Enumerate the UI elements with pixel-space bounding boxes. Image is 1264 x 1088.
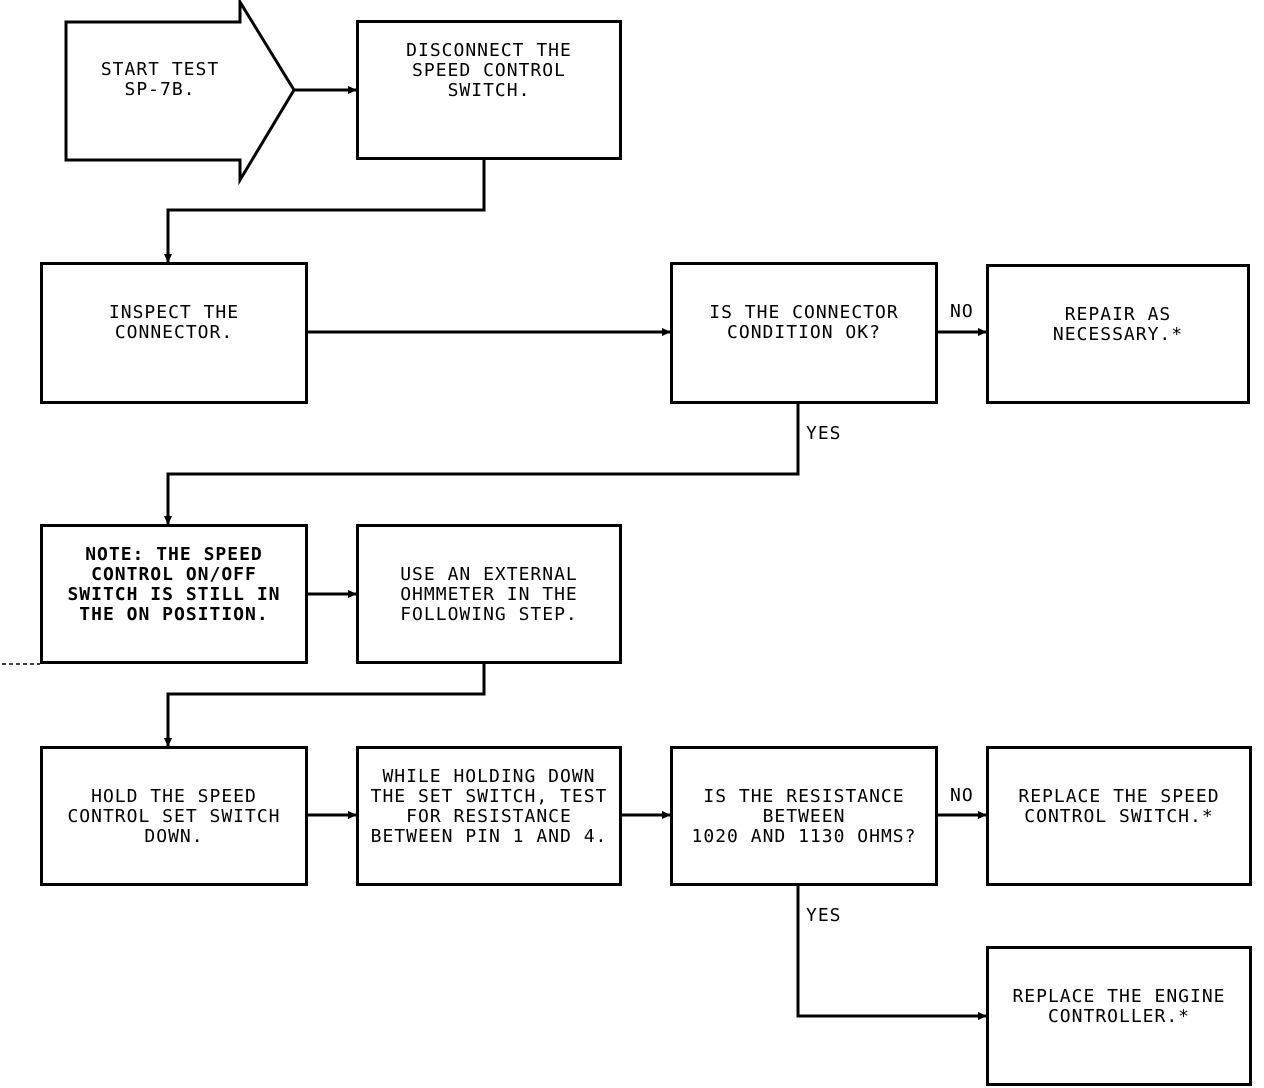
inspect-line-1: INSPECT THE [108, 302, 240, 323]
label-yes-connector: YES [806, 423, 842, 444]
step-inspect-connector: INSPECT THE CONNECTOR. [40, 262, 308, 404]
step-disconnect-switch: DISCONNECT THE SPEED CONTROL SWITCH. [356, 20, 622, 160]
resistance-line-2: BETWEEN [762, 806, 846, 827]
while-line-1: WHILE HOLDING DOWN [382, 766, 596, 787]
disconnect-line-2: SPEED CONTROL [412, 60, 566, 81]
decision-resistance-range: IS THE RESISTANCE BETWEEN 1020 AND 1130 … [670, 746, 938, 886]
decision-connector-ok: IS THE CONNECTOR CONDITION OK? [670, 262, 938, 404]
while-line-4: BETWEEN PIN 1 AND 4. [370, 826, 608, 847]
connector-ohmmeter-hold [164, 664, 486, 747]
step-hold-set-switch: HOLD THE SPEED CONTROL SET SWITCH DOWN. [40, 746, 308, 886]
resistance-line-1: IS THE RESISTANCE [703, 786, 905, 807]
while-line-3: FOR RESISTANCE [406, 806, 572, 827]
replace-switch-line-1: REPLACE THE SPEED [1018, 786, 1220, 807]
step-replace-speed-switch: REPLACE THE SPEED CONTROL SWITCH.* [986, 746, 1252, 886]
note-line-1: NOTE: THE SPEED [85, 544, 263, 565]
step-repair-as-necessary: REPAIR AS NECESSARY.* [986, 264, 1250, 404]
note-line-4: THE ON POSITION. [79, 604, 269, 625]
start-line-1: START TEST [100, 59, 220, 80]
start-line-2: SP-7B. [124, 79, 196, 100]
start-test-label: START TEST SP-7B. [70, 60, 250, 100]
hold-line-2: CONTROL SET SWITCH [67, 806, 281, 827]
step-replace-engine-controller: REPLACE THE ENGINE CONTROLLER.* [986, 946, 1252, 1086]
disconnect-line-1: DISCONNECT THE [406, 40, 572, 61]
inspect-line-2: CONNECTOR. [114, 322, 234, 343]
replace-controller-line-2: CONTROLLER.* [1047, 1006, 1191, 1027]
step-use-ohmmeter: USE AN EXTERNAL OHMMETER IN THE FOLLOWIN… [356, 524, 622, 664]
note-line-3: SWITCH IS STILL IN [67, 584, 281, 605]
while-line-2: THE SET SWITCH, TEST [370, 786, 608, 807]
connector-resistance-controller [796, 886, 987, 1020]
repair-line-2: NECESSARY.* [1052, 324, 1184, 345]
replace-controller-line-1: REPLACE THE ENGINE [1012, 986, 1226, 1007]
start-arrow-shape [64, 0, 296, 186]
note-line-2: CONTROL ON/OFF [91, 564, 257, 585]
hold-line-3: DOWN. [144, 826, 204, 847]
hold-line-1: HOLD THE SPEED [91, 786, 257, 807]
ohmmeter-line-3: FOLLOWING STEP. [400, 604, 578, 625]
disconnect-line-3: SWITCH. [447, 80, 531, 101]
connector-decision-note [164, 402, 800, 525]
label-no-resistance: NO [950, 785, 974, 806]
label-no-connector: NO [950, 301, 974, 322]
connector-ok-line-2: CONDITION OK? [727, 322, 881, 343]
resistance-line-3: 1020 AND 1130 OHMS? [691, 826, 917, 847]
ohmmeter-line-1: USE AN EXTERNAL [400, 564, 578, 585]
label-yes-resistance: YES [806, 905, 842, 926]
repair-line-1: REPAIR AS [1064, 304, 1172, 325]
connector-disconnect-inspect [164, 160, 486, 263]
replace-switch-line-2: CONTROL SWITCH.* [1024, 806, 1214, 827]
step-test-resistance: WHILE HOLDING DOWN THE SET SWITCH, TEST … [356, 746, 622, 886]
connector-ok-line-1: IS THE CONNECTOR [709, 302, 899, 323]
note-switch-on: NOTE: THE SPEED CONTROL ON/OFF SWITCH IS… [40, 524, 308, 664]
ohmmeter-line-2: OHMMETER IN THE [400, 584, 578, 605]
